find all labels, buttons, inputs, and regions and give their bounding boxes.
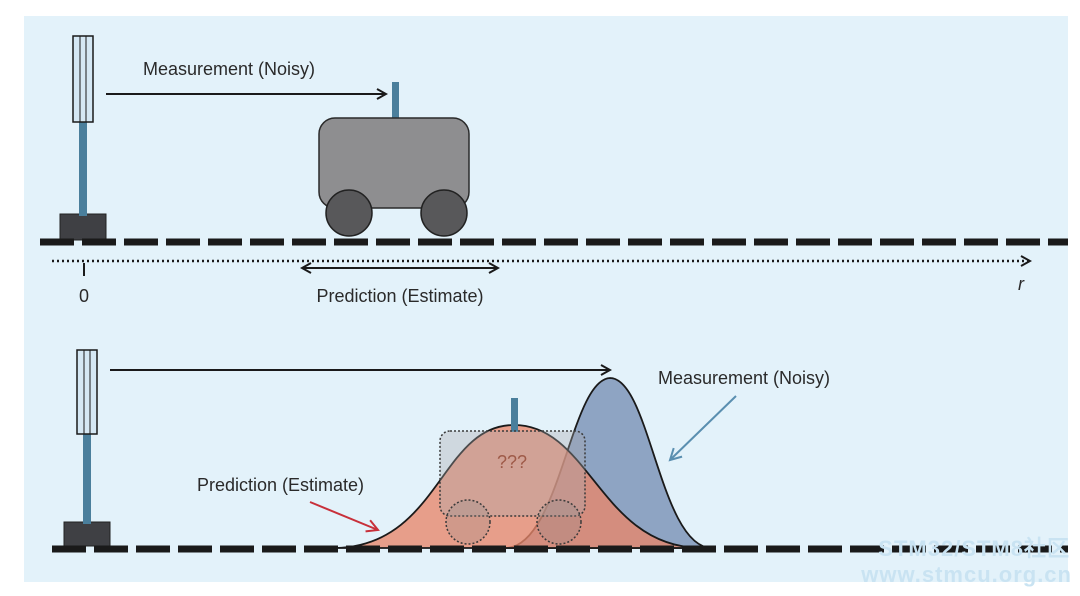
ghost-robot-right-wheel xyxy=(536,499,582,545)
bottom-tower-base xyxy=(63,521,111,547)
measurement-pointer-arrow xyxy=(670,395,737,460)
bottom-sensor-tower xyxy=(63,349,111,547)
ghost-robot-left-wheel xyxy=(445,499,491,545)
robot-left-wheel xyxy=(325,189,373,237)
bottom-tower-pole xyxy=(83,352,91,524)
origin-tick-label: 0 xyxy=(79,286,89,306)
robot-sensor-mast xyxy=(392,82,399,120)
robot-right-wheel xyxy=(420,189,468,237)
top-prediction-label: Prediction (Estimate) xyxy=(316,286,483,306)
bottom-prediction-label: Prediction (Estimate) xyxy=(197,475,364,495)
bottom-scene: ??? Measurement (Noisy) Prediction (Esti… xyxy=(52,349,1068,553)
unknown-position-label: ??? xyxy=(497,452,527,472)
bottom-measurement-label: Measurement (Noisy) xyxy=(658,368,830,388)
robot-vehicle xyxy=(318,82,470,237)
ghost-robot-body xyxy=(439,430,586,517)
top-scene: Measurement (Noisy) 0 r Prediction (Esti… xyxy=(40,35,1068,306)
top-tower-pole xyxy=(79,40,87,216)
robot-body xyxy=(318,117,470,209)
top-sensor-tower xyxy=(59,35,107,241)
top-tower-base xyxy=(59,213,107,241)
watermark-line-2: www.stmcu.org.cn xyxy=(860,562,1072,587)
axis-label-r: r xyxy=(1018,274,1025,294)
top-tower-antenna xyxy=(72,35,94,123)
bottom-tower-antenna xyxy=(76,349,98,435)
ghost-robot-mast xyxy=(511,398,518,432)
ghost-robot: ??? xyxy=(439,398,586,545)
watermark-line-1: STM32/STM8社区 xyxy=(878,536,1070,561)
prediction-pointer-arrow xyxy=(309,501,378,530)
top-measurement-label: Measurement (Noisy) xyxy=(143,59,315,79)
site-watermark: STM32/STM8社区 www.stmcu.org.cn xyxy=(860,536,1072,587)
